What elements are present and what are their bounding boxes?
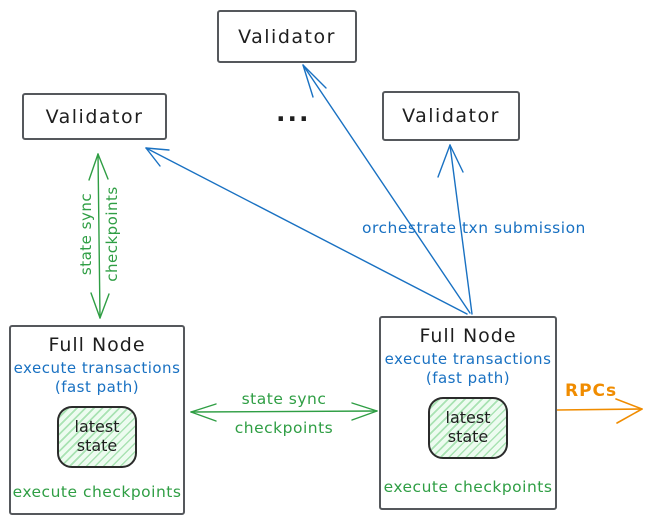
arrow-to-middle-validator [302, 64, 471, 314]
orchestrate-arrows [145, 64, 473, 315]
horizontal-arrow-shaft [190, 410, 378, 413]
arrow-to-middle-validator-head [302, 64, 327, 98]
arrow-to-left-validator [145, 147, 468, 315]
horizontal-arrow-left-head [190, 403, 217, 422]
arrow-to-right-validator [449, 144, 473, 315]
validator-box-right: Validator [382, 91, 520, 141]
full-node-left-execute-checkpoints: execute checkpoints [12, 483, 182, 501]
fast-path-line: (fast path) [54, 377, 140, 396]
validator-left-label: Validator [45, 105, 144, 128]
rpcs-label: RPCs [565, 381, 618, 401]
validator-middle-label: Validator [238, 25, 336, 48]
state-sync-vertical-line2: checkpoints [102, 186, 121, 282]
full-node-box-left: Full Node execute transactions (fast pat… [9, 325, 185, 515]
fast-path-line: (fast path) [425, 368, 511, 387]
arrow-to-left-validator-head [145, 147, 170, 167]
latest-state-box-right: latest state [428, 396, 508, 459]
latest-state-line2: state [76, 435, 118, 455]
full-node-box-right: Full Node execute transactions (fast pat… [379, 316, 557, 510]
state-sync-horizontal-line1: state sync [241, 390, 327, 408]
arrow-to-right-validator-head [437, 144, 464, 178]
validator-right-label: Validator [402, 105, 500, 127]
latest-state-line1: latest [445, 408, 491, 428]
validator-box-middle: Validator [217, 10, 357, 63]
full-node-left-title: Full Node [48, 334, 146, 356]
orchestrate-txn-submission-label: orchestrate txn submission [362, 219, 586, 237]
full-node-right-title: Full Node [419, 325, 517, 347]
rpcs-arrow-shaft [556, 408, 643, 411]
rpcs-arrow-head [615, 398, 643, 424]
vertical-arrow-top-head [88, 153, 109, 181]
full-node-right-execute-checkpoints: execute checkpoints [383, 478, 553, 496]
state-sync-vertical-line1: state sync [77, 192, 95, 276]
latest-state-box-left: latest state [57, 405, 137, 468]
horizontal-arrow-right-head [351, 402, 378, 421]
execute-transactions-line: execute transactions [13, 359, 181, 377]
state-sync-horizontal-label: state sync checkpoints [214, 385, 354, 442]
vertical-arrow-bottom-head [90, 292, 110, 319]
state-sync-horizontal-arrow [190, 402, 378, 422]
state-sync-vertical-label: state sync checkpoints [74, 179, 126, 289]
vertical-arrow-shaft [97, 153, 101, 319]
state-sync-vertical-arrow [88, 153, 110, 319]
validator-box-left: Validator [22, 93, 167, 140]
execute-transactions-line: execute transactions [384, 350, 552, 368]
full-node-right-execute-transactions: execute transactions (fast path) [385, 350, 552, 388]
latest-state-line1: latest [74, 417, 120, 437]
latest-state-line2: state [447, 426, 489, 446]
rpcs-arrow [556, 398, 643, 424]
validators-ellipsis: ... [276, 98, 311, 127]
full-node-left-execute-transactions: execute transactions (fast path) [14, 359, 181, 397]
state-sync-horizontal-line2: checkpoints [234, 418, 334, 437]
